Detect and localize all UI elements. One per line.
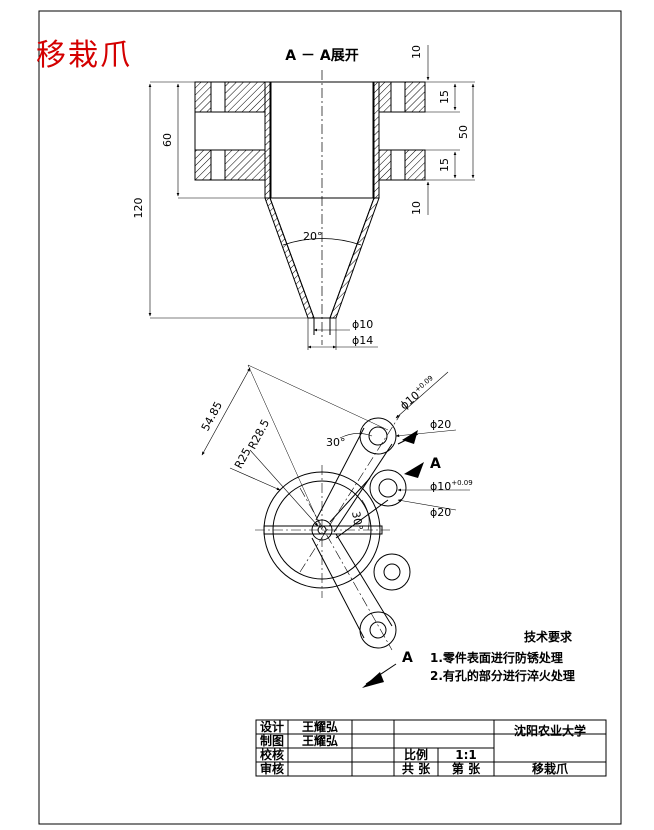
label-draw: 制图 [260, 733, 284, 748]
name-draw: 王耀弘 [302, 734, 338, 748]
title-block-text: 设计 王耀弘 制图 王耀弘 校核 审核 沈阳农业大学 比例 1:1 共 张 第 … [260, 719, 586, 776]
dim-15-bottom: 15 [438, 158, 451, 172]
label-design: 设计 [260, 719, 284, 734]
dim-10-top: 10 [410, 45, 423, 59]
label-check: 校核 [260, 747, 284, 762]
dim-phi10-top: ϕ10+0.09 [397, 374, 439, 412]
tech-requirements: 技术要求 1.零件表面进行防锈处理 2.有孔的部分进行淬火处理 [430, 629, 575, 683]
dim-120: 120 [132, 198, 145, 219]
dim-15-top: 15 [438, 90, 451, 104]
dim-phi10-mid: ϕ10+0.09 [430, 479, 473, 493]
dim-50: 50 [457, 125, 470, 139]
dim-10-bottom: 10 [410, 201, 423, 215]
dim-54-85: 54.85 [199, 399, 225, 433]
university-name: 沈阳农业大学 [514, 723, 586, 738]
section-mark-a-top: A [430, 456, 441, 472]
title-block [255, 719, 607, 777]
drawing-border [38, 10, 622, 825]
dim-angle-30-top: 30° [326, 436, 346, 449]
scale-label: 比例 [404, 747, 428, 762]
dim-angle-30-right: 30° [349, 510, 365, 531]
dim-r25: R25 [232, 446, 254, 471]
dim-phi20-mid: ϕ20 [430, 506, 451, 519]
name-design: 王耀弘 [302, 720, 338, 734]
scale-value: 1:1 [455, 748, 477, 762]
drawing-title-stamp: 移栽爪 [36, 38, 132, 73]
label-approve: 审核 [260, 761, 284, 776]
section-title: A － A展开 [285, 48, 358, 64]
dim-angle-20: 20° [303, 230, 323, 243]
dim-phi14: ϕ14 [352, 334, 373, 347]
dim-phi10: ϕ10 [352, 318, 373, 331]
sheets-total: 共 张 [402, 761, 431, 776]
section-mark-a-bottom: A [402, 650, 413, 666]
part-name: 移栽爪 [532, 761, 569, 776]
section-view: A － A展开 20° [132, 45, 475, 350]
plan-view: 54.85 R28.5 R25 30° 30° ϕ10+0.09 ϕ20 A ϕ… [199, 364, 473, 688]
sheet-number: 第 张 [452, 761, 481, 776]
tech-requirement-2: 2.有孔的部分进行淬火处理 [430, 668, 575, 683]
dim-r28-5: R28.5 [246, 417, 273, 451]
dim-phi20-top: ϕ20 [430, 418, 451, 431]
dim-60: 60 [161, 133, 174, 147]
tech-requirements-heading: 技术要求 [524, 629, 573, 644]
tech-requirement-1: 1.零件表面进行防锈处理 [430, 650, 563, 665]
